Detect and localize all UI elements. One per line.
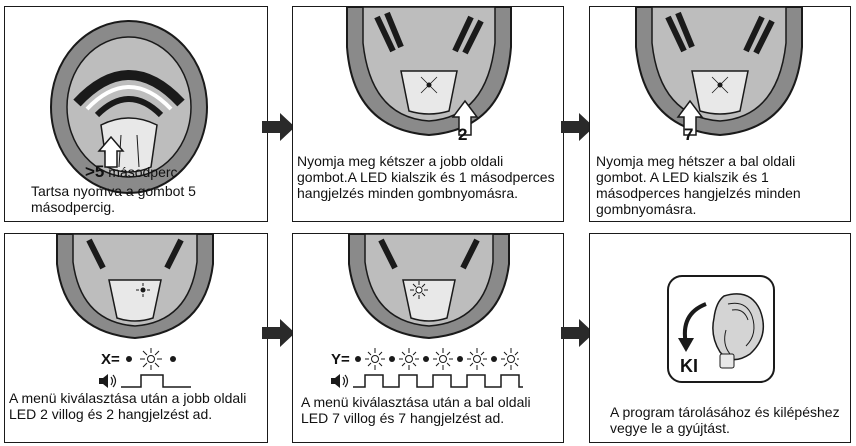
step-1-caption: Tartsa nyomva a gombot 5 másodpercig. [31, 183, 196, 215]
next-arrow-icon [561, 319, 594, 347]
step-1-panel: >5 másodperc Tartsa nyomva a gombot 5 má… [4, 6, 268, 222]
beep-waveform [121, 374, 191, 388]
step-5-caption: A menü kiválasztása után a bal oldali LE… [301, 394, 531, 426]
step-1-duration: >5 másodperc [85, 162, 178, 182]
steering-wheel-illustration [348, 234, 510, 340]
step-6-caption: A program tárolásához és kilépéshez vegy… [610, 404, 840, 436]
step-4-caption: A menü kiválasztása után a jobb oldali L… [9, 390, 247, 422]
step-3-panel: 7 Nyomja meg hétszer a bal oldali gombot… [589, 6, 851, 222]
step-2-number: 2 [458, 125, 468, 144]
led-blink-icon [136, 283, 150, 297]
steering-wheel-illustration [56, 234, 214, 340]
steering-wheel-illustration [346, 7, 512, 137]
step-5-panel: Y= A menü kiválasztása után a bal oldali… [292, 233, 564, 443]
step-2-panel: 2 Nyomja meg kétszer a jobb oldali gombo… [292, 6, 564, 222]
step-4-panel: X= A menü kiválasztása után a jobb oldal… [4, 233, 268, 443]
ignition-key-illustration [667, 275, 775, 383]
next-arrow-icon [262, 113, 295, 141]
step-3-caption: Nyomja meg hétszer a bal oldali gombot. … [596, 153, 801, 217]
next-arrow-icon [561, 113, 594, 141]
speaker-icon [331, 374, 349, 388]
beep-waveform [353, 374, 523, 388]
led-sequence-icon [126, 348, 176, 370]
rotate-counterclockwise-icon [678, 302, 707, 352]
step-2-caption: Nyomja meg kétszer a jobb oldali gombot.… [297, 153, 555, 201]
step-1-number: >5 [85, 162, 105, 181]
signal-x-label: X= [101, 351, 120, 368]
speaker-icon [99, 374, 117, 388]
next-arrow-icon [262, 319, 295, 347]
led-sequence-icon [355, 348, 519, 370]
step-6-panel: KI A program tárolásához és kilépéshez v… [589, 233, 851, 443]
signal-y-label: Y= [331, 351, 350, 368]
step-1-unit: másodperc [108, 164, 178, 180]
step-3-number: 7 [684, 125, 694, 144]
steering-wheel-illustration [635, 7, 803, 137]
key-fob-icon [712, 293, 765, 369]
key-label: KI [680, 356, 698, 376]
led-blink-icon [410, 281, 428, 299]
steering-wheel-illustration [50, 20, 208, 194]
